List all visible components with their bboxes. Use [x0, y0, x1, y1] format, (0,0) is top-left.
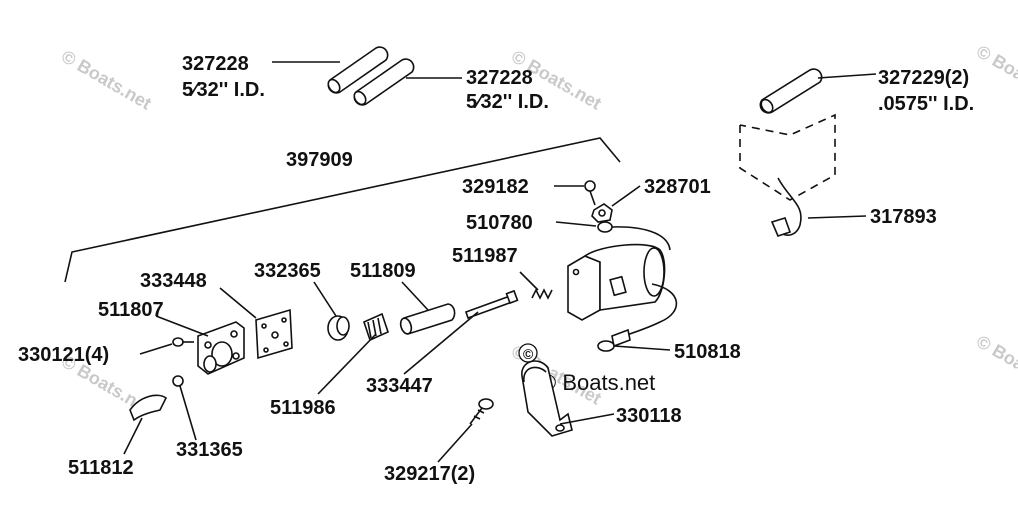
label-327229-id: .0575'' I.D. — [878, 93, 974, 115]
label-511809: 511809 — [350, 260, 416, 282]
label-333447: 333447 — [366, 375, 433, 397]
gasket-333448 — [255, 308, 293, 360]
dashed-box — [739, 113, 836, 201]
hose-327229 — [759, 68, 823, 114]
watermark: © Boats.net — [540, 370, 655, 395]
clip-317893 — [770, 177, 802, 237]
label-327228-id: 5⁄32'' I.D. — [182, 79, 265, 101]
label-511812: 511812 — [68, 457, 134, 479]
kit-bracket — [64, 137, 621, 283]
screw-329217 — [469, 398, 494, 425]
nut-328701 — [591, 203, 613, 223]
leader-lines — [123, 61, 877, 463]
label-330118: 330118 — [616, 405, 682, 427]
label-329182: 329182 — [462, 176, 529, 198]
label-397909: 397909 — [286, 149, 353, 171]
wire-510818 — [617, 283, 678, 339]
label-332365: 332365 — [254, 260, 321, 282]
bracket-330118 — [521, 360, 573, 437]
hose-327228-b — [353, 58, 415, 106]
label-327228-id: 5⁄32'' I.D. — [466, 91, 549, 113]
wire-terminal-510818 — [611, 328, 631, 348]
spring-511987 — [531, 288, 553, 300]
label-329217: 329217(2) — [384, 463, 475, 485]
label-330121: 330121(4) — [18, 344, 109, 366]
cap-511812 — [129, 394, 168, 422]
part-labels: 327228 5⁄32'' I.D. 327228 5⁄32'' I.D. 32… — [18, 53, 974, 485]
sleeve-511809 — [399, 303, 456, 335]
svg-text:©: © — [523, 346, 534, 362]
wire-510780 — [611, 226, 671, 251]
wire-ring-510818 — [597, 340, 615, 352]
label-328701: 328701 — [644, 176, 711, 198]
washer-331365 — [172, 375, 184, 387]
spring-511986 — [363, 312, 389, 342]
solenoid-body — [567, 243, 666, 321]
label-510780: 510780 — [466, 212, 533, 234]
label-511807: 511807 — [98, 299, 164, 321]
label-333448: 333448 — [140, 270, 207, 292]
watermark: © Boats.net — [58, 46, 155, 113]
watermark: © Boats.net — [973, 41, 1018, 108]
seal-332365 — [327, 315, 350, 341]
label-327229: 327229(2) — [878, 67, 969, 89]
watermark: © Boats.net — [973, 331, 1018, 398]
screw-329182 — [584, 180, 596, 206]
label-327228: 327228 — [182, 53, 249, 75]
wire-ring-510780 — [597, 221, 613, 233]
hose-327228-a — [327, 46, 389, 94]
label-327228: 327228 — [466, 67, 533, 89]
plunger-333447 — [464, 289, 519, 320]
label-317893: 317893 — [870, 206, 937, 228]
screw-330121 — [172, 337, 194, 347]
watermark-inline: © © Boats.net — [518, 343, 655, 395]
label-510818: 510818 — [674, 341, 741, 363]
label-331365: 331365 — [176, 439, 243, 461]
cover-511807 — [197, 321, 245, 375]
label-511986: 511986 — [270, 397, 336, 419]
label-511987: 511987 — [452, 245, 518, 267]
